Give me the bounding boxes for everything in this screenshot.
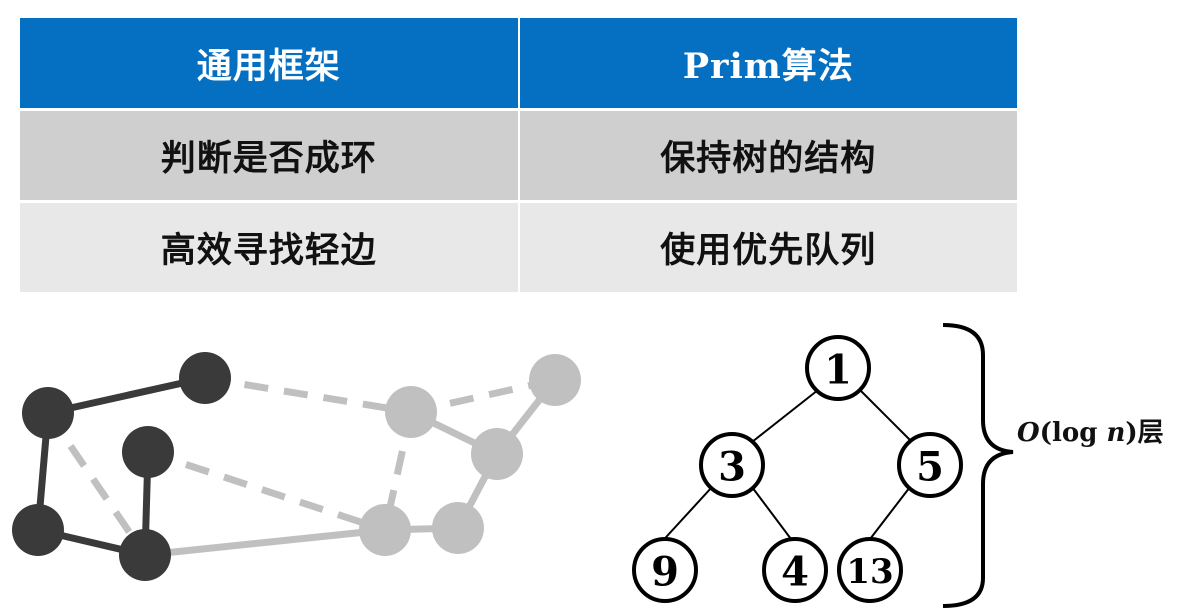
table-cell: 判断是否成环	[20, 108, 519, 202]
heap-node	[897, 432, 963, 498]
graph-node	[385, 386, 437, 438]
heap-node	[632, 537, 698, 603]
graph-diagram	[12, 352, 581, 581]
heap-node-label: 4	[781, 549, 809, 596]
depth-label-suffix: 层	[1137, 418, 1164, 448]
heap-node	[699, 432, 765, 498]
heap-edge	[866, 486, 911, 544]
comparison-table: 通用框架 Prim算法 判断是否成环 保持树的结构 高效寻找轻边 使用优先队列	[20, 18, 1017, 292]
heap-edge	[751, 486, 798, 548]
heap-edge	[751, 389, 819, 443]
depth-label-big-o: O	[1017, 418, 1040, 448]
heap-edge	[656, 486, 713, 548]
depth-brace	[942, 323, 1014, 608]
table-header-row: 通用框架 Prim算法	[20, 18, 1017, 110]
graph-node	[529, 354, 581, 406]
depth-label-n: n	[1106, 418, 1126, 448]
graph-node	[119, 529, 171, 581]
table-cell: 高效寻找轻边	[20, 200, 519, 292]
heap-edge	[859, 389, 911, 441]
depth-label-log: log	[1051, 418, 1098, 448]
graph-edge	[45, 411, 148, 557]
graph-edge	[204, 374, 412, 416]
heap-node	[837, 537, 903, 603]
non-tree-nodes	[359, 354, 581, 556]
heap-node-label: 1	[824, 347, 852, 394]
table-cell: 使用优先队列	[517, 200, 1017, 292]
heap-node-label: 3	[718, 444, 746, 491]
graph-edge	[146, 448, 387, 534]
tree-nodes	[12, 352, 231, 581]
table-cell: 保持树的结构	[517, 108, 1017, 202]
graph-node	[432, 502, 484, 554]
graph-edge	[44, 374, 209, 417]
heap-node-label: 5	[916, 444, 944, 491]
graph-node	[12, 504, 64, 556]
graph-node	[359, 504, 411, 556]
graph-edge	[141, 526, 389, 559]
depth-label-open-paren: (	[1039, 418, 1052, 448]
heap-node	[762, 537, 828, 603]
heap-node	[805, 335, 871, 401]
graph-node	[179, 352, 231, 404]
header-generic-framework: 通用框架	[20, 18, 519, 110]
depth-label: O(log n)层	[1017, 412, 1164, 449]
graph-node	[122, 426, 174, 478]
depth-label-close-paren: )	[1125, 418, 1138, 448]
heap-labels: 1 3 5 9 4 13	[651, 347, 944, 596]
table-row: 判断是否成环 保持树的结构	[20, 108, 1017, 202]
heap-node-label: 13	[846, 552, 893, 592]
header-prim-algorithm: Prim算法	[517, 18, 1017, 110]
heap-nodes	[632, 335, 963, 603]
heap-node-label: 9	[651, 549, 679, 596]
table-row: 高效寻找轻边 使用优先队列	[20, 200, 1017, 292]
graph-node	[22, 387, 74, 439]
graph-node	[471, 428, 523, 480]
heap-edges	[656, 389, 911, 548]
